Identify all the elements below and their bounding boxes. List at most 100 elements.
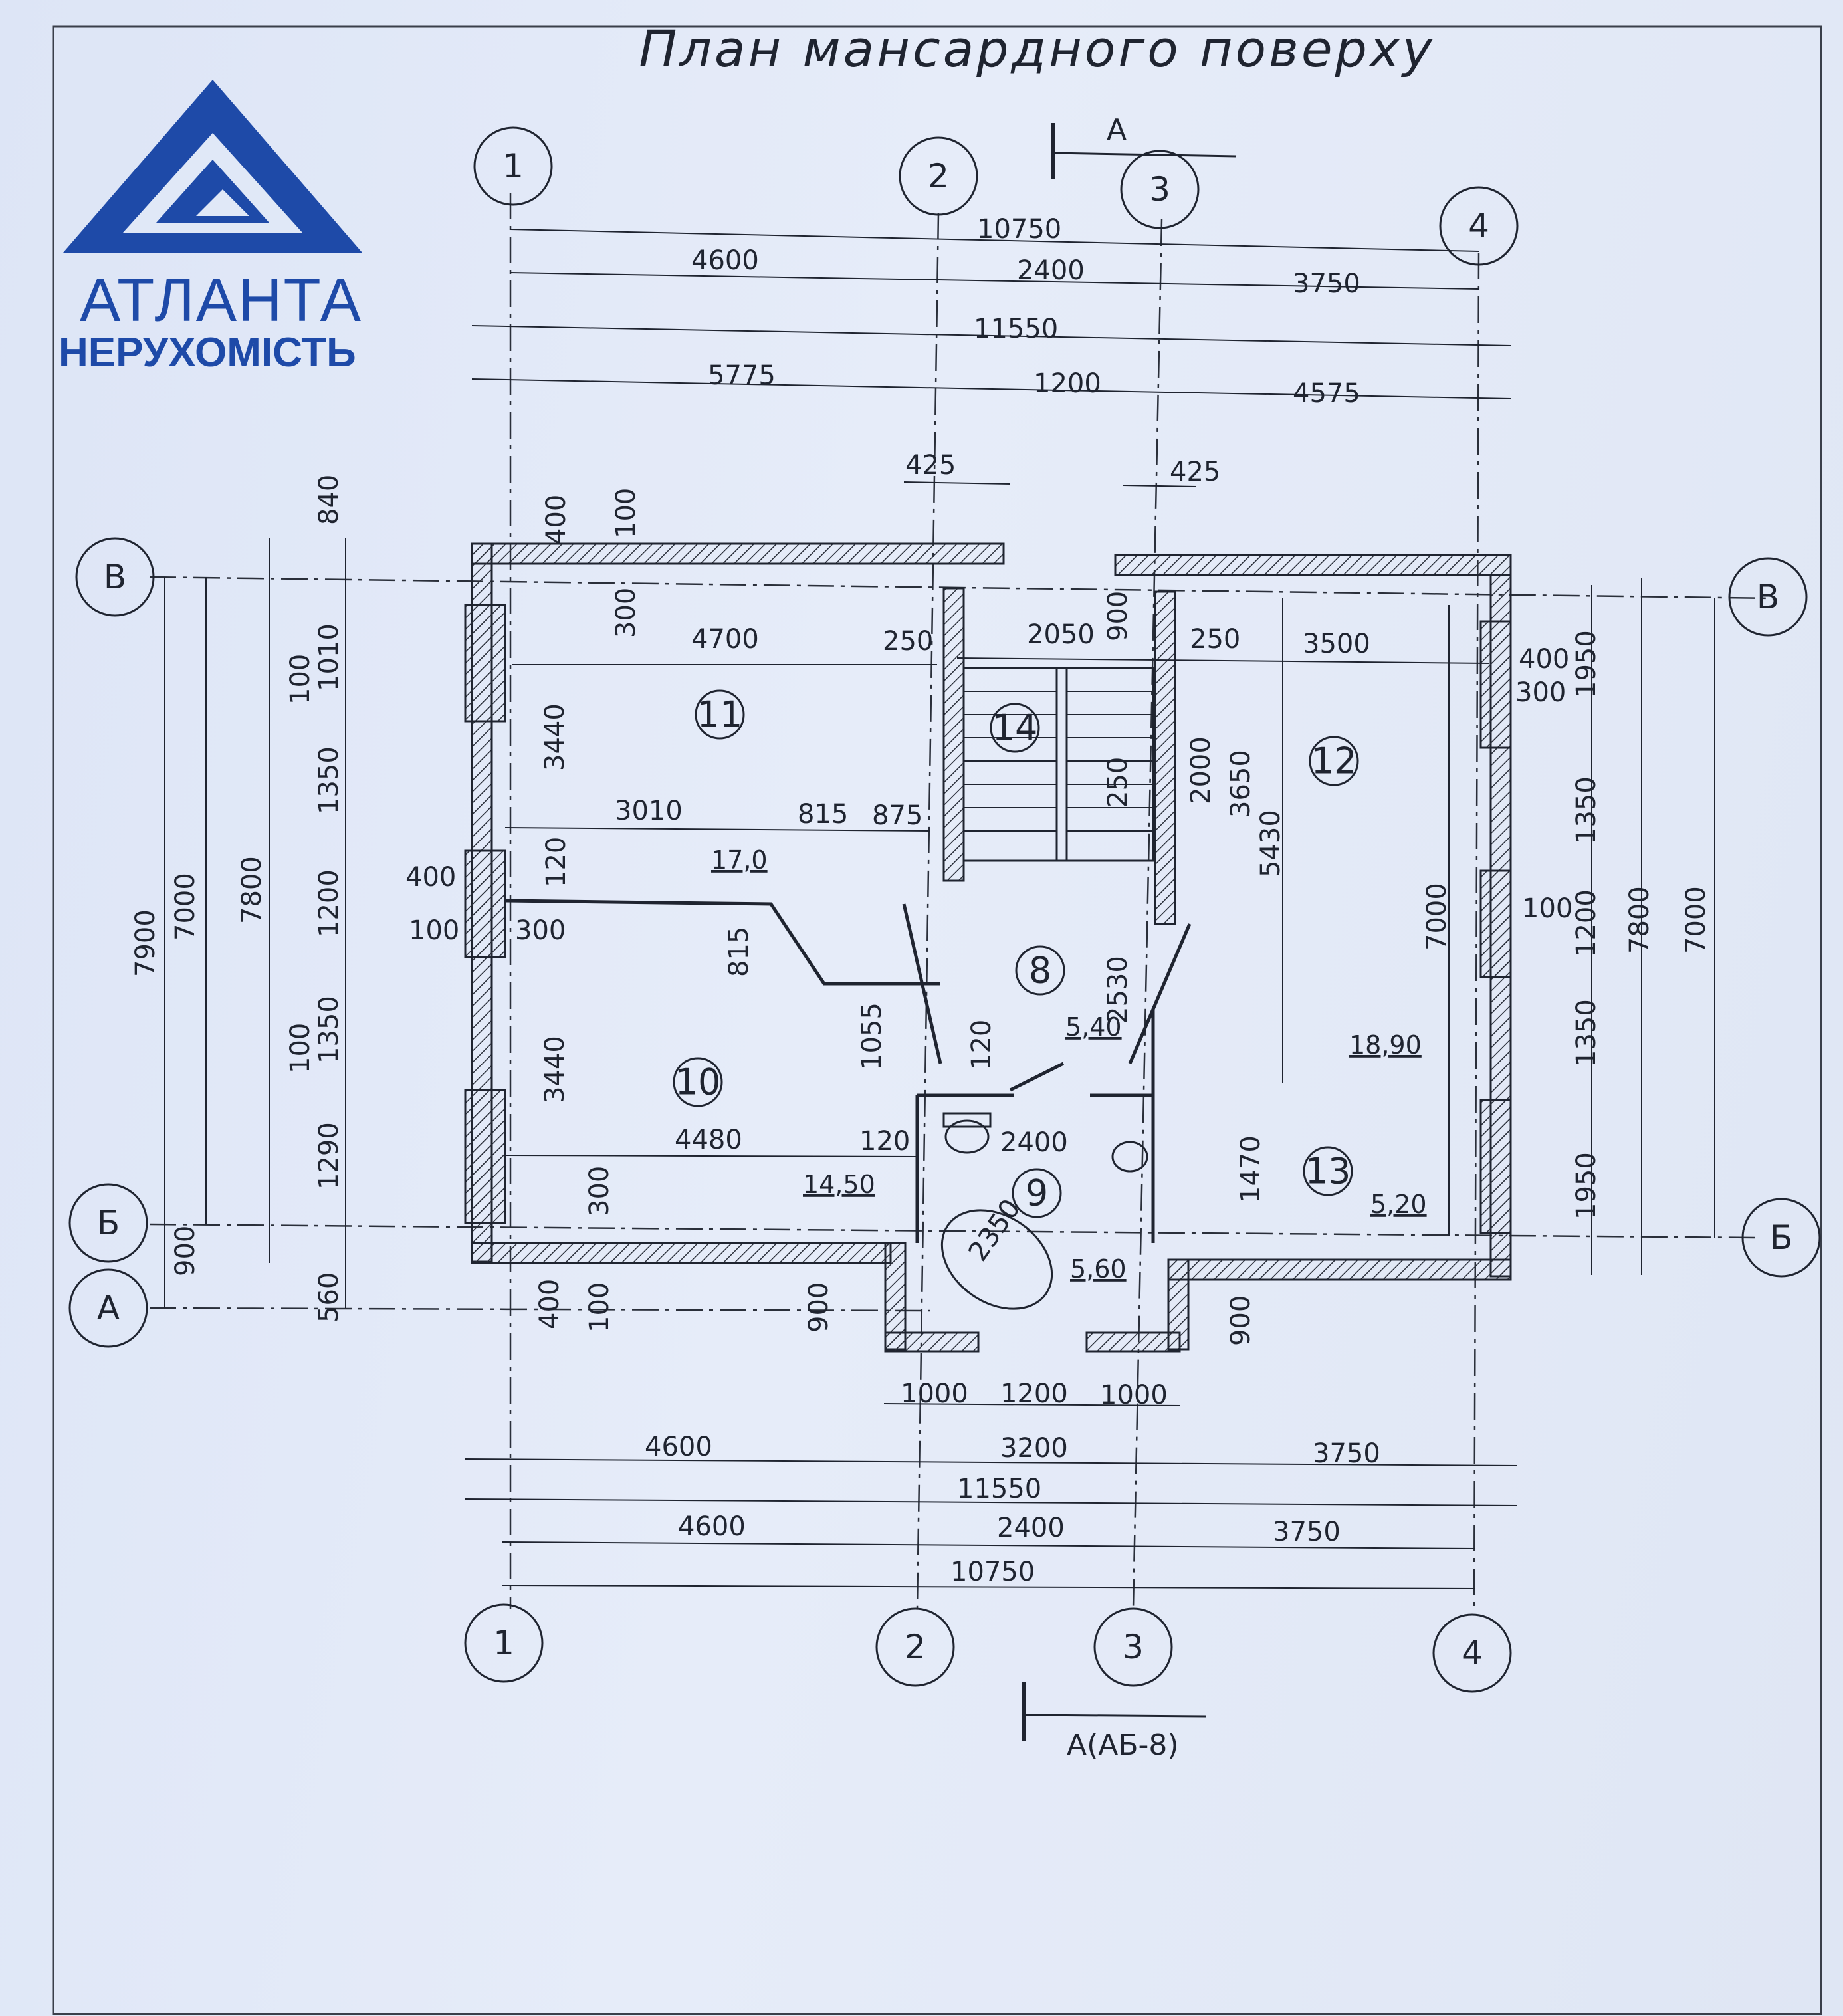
dim-right-400: 400 xyxy=(1519,644,1569,675)
dim-bot-10750: 10750 xyxy=(950,1557,1035,1587)
drawing-title: План мансардного поверху xyxy=(639,19,1435,78)
dim-left-1350a: 1350 xyxy=(314,746,344,814)
dimension-lines xyxy=(164,229,1715,1589)
axis-B-left: Б xyxy=(97,1204,120,1242)
dim-815b: 815 xyxy=(724,927,754,977)
dim-1470: 1470 xyxy=(1236,1135,1266,1203)
room-14-number: 14 xyxy=(992,707,1038,749)
dim-7000-room12: 7000 xyxy=(1422,883,1452,951)
axis-1-bottom: 1 xyxy=(493,1624,514,1662)
wall-bath-left xyxy=(884,1242,907,1351)
dim-3440b: 3440 xyxy=(540,1036,570,1103)
dim-top-425b: 425 xyxy=(1170,457,1220,487)
room-13-number: 13 xyxy=(1305,1151,1351,1192)
room-9-number: 9 xyxy=(1026,1173,1048,1214)
section-label-bottom: А(АБ-8) xyxy=(1067,1728,1179,1762)
dim-right-1200: 1200 xyxy=(1571,889,1602,957)
dim-left-1010: 1010 xyxy=(314,623,344,691)
dim-875: 875 xyxy=(872,800,922,831)
dim-right-1350b: 1350 xyxy=(1571,999,1602,1067)
dim-right-300: 300 xyxy=(1515,677,1566,708)
dim-left-100b: 100 xyxy=(285,1023,316,1073)
axis-A-left: А xyxy=(97,1289,120,1327)
dim-left-300: 300 xyxy=(611,588,641,638)
axis-B-right: Б xyxy=(1770,1218,1792,1257)
dim-900a: 900 xyxy=(804,1282,834,1333)
dim-bot-3750b: 3750 xyxy=(1273,1517,1341,1547)
axis-2-bottom: 2 xyxy=(905,1628,926,1666)
chimney-top xyxy=(464,604,506,723)
dim-bot-1200: 1200 xyxy=(1000,1379,1068,1409)
dim-bot-3200: 3200 xyxy=(1000,1433,1068,1464)
section-markers xyxy=(1022,123,1237,1741)
chimney-bottom xyxy=(464,1089,506,1224)
dim-left-100c: 100 xyxy=(409,915,459,946)
dim-2400-bath: 2400 xyxy=(1000,1127,1068,1158)
wall-stair-left xyxy=(942,587,965,882)
dim-bot-1000b: 1000 xyxy=(1100,1380,1168,1410)
axis-3-bottom: 3 xyxy=(1123,1628,1144,1666)
dim-bot-1000a: 1000 xyxy=(901,1379,968,1409)
dim-3500: 3500 xyxy=(1303,629,1370,659)
dim-250c: 250 xyxy=(1103,757,1133,808)
wall-bottom-left xyxy=(471,1242,892,1264)
door-leader xyxy=(1009,1062,1065,1092)
area-17: 17,0 xyxy=(711,845,768,875)
chimney-mid xyxy=(464,849,506,958)
window-pier-right-mid xyxy=(1479,869,1512,978)
axis-1-top: 1 xyxy=(502,147,524,185)
grid-line-A xyxy=(149,1307,931,1312)
dim-250b: 250 xyxy=(1190,624,1240,655)
dim-4480: 4480 xyxy=(675,1125,742,1155)
room-9-area: 5,60 xyxy=(1070,1254,1127,1284)
dim-300b: 300 xyxy=(584,1166,615,1216)
window-pier-right-top xyxy=(1479,620,1512,749)
room-12-number: 12 xyxy=(1311,740,1357,782)
dim-top-outer: 11550 xyxy=(974,314,1058,344)
axis-4-top: 4 xyxy=(1468,207,1489,245)
wall-top-right xyxy=(1114,554,1512,576)
axis-V-right: В xyxy=(1757,578,1779,616)
door-swing-13 xyxy=(1128,923,1192,1064)
room-13-area: 5,20 xyxy=(1370,1190,1427,1219)
dim-left-7000: 7000 xyxy=(170,873,201,941)
dim-right-1350a: 1350 xyxy=(1571,776,1602,844)
window-pier-right-bottom xyxy=(1479,1099,1512,1234)
dim-120b: 120 xyxy=(859,1126,910,1157)
dim-right-1950a: 1950 xyxy=(1571,630,1602,698)
dim-top-overall: 10750 xyxy=(977,214,1061,245)
dim-2050: 2050 xyxy=(1027,619,1095,650)
axis-2-top: 2 xyxy=(928,157,949,195)
dim-bot-11550: 11550 xyxy=(957,1474,1041,1504)
partitions xyxy=(504,899,1192,1243)
dim-right-7000: 7000 xyxy=(1681,886,1711,954)
dim-left-7800: 7800 xyxy=(237,856,267,924)
room-10-area: 14,50 xyxy=(803,1170,875,1199)
dim-left-1200: 1200 xyxy=(314,869,344,937)
dim-300a: 300 xyxy=(515,915,566,946)
dim-left-120: 120 xyxy=(541,837,572,887)
washbasin-icon xyxy=(1111,1141,1148,1173)
partition-10-11 xyxy=(504,899,940,986)
dim-bot-3750a: 3750 xyxy=(1313,1438,1380,1469)
dim-250a: 250 xyxy=(883,626,933,657)
dim-left-1290: 1290 xyxy=(314,1122,344,1190)
sheet-frame xyxy=(52,25,1822,2015)
wall-bottom-right xyxy=(1167,1258,1512,1281)
dim-top-4b: 1200 xyxy=(1033,368,1101,399)
axis-bubbles xyxy=(68,126,1821,1693)
logo-name: АТЛАНТА xyxy=(80,267,363,334)
dim-120c: 120 xyxy=(966,1020,997,1070)
dim-left-400b: 400 xyxy=(541,495,572,545)
dim-bot-2400: 2400 xyxy=(997,1513,1065,1543)
grid-lines xyxy=(149,193,1775,1609)
dim-top-4c: 4575 xyxy=(1293,378,1360,409)
room-10-number: 10 xyxy=(675,1062,721,1103)
dim-bot-4600a: 4600 xyxy=(645,1432,712,1462)
dim-top-1: 4600 xyxy=(691,245,759,276)
axis-V-left: В xyxy=(104,558,126,596)
dim-5430: 5430 xyxy=(1255,810,1286,877)
grid-line-3 xyxy=(1132,219,1163,1609)
